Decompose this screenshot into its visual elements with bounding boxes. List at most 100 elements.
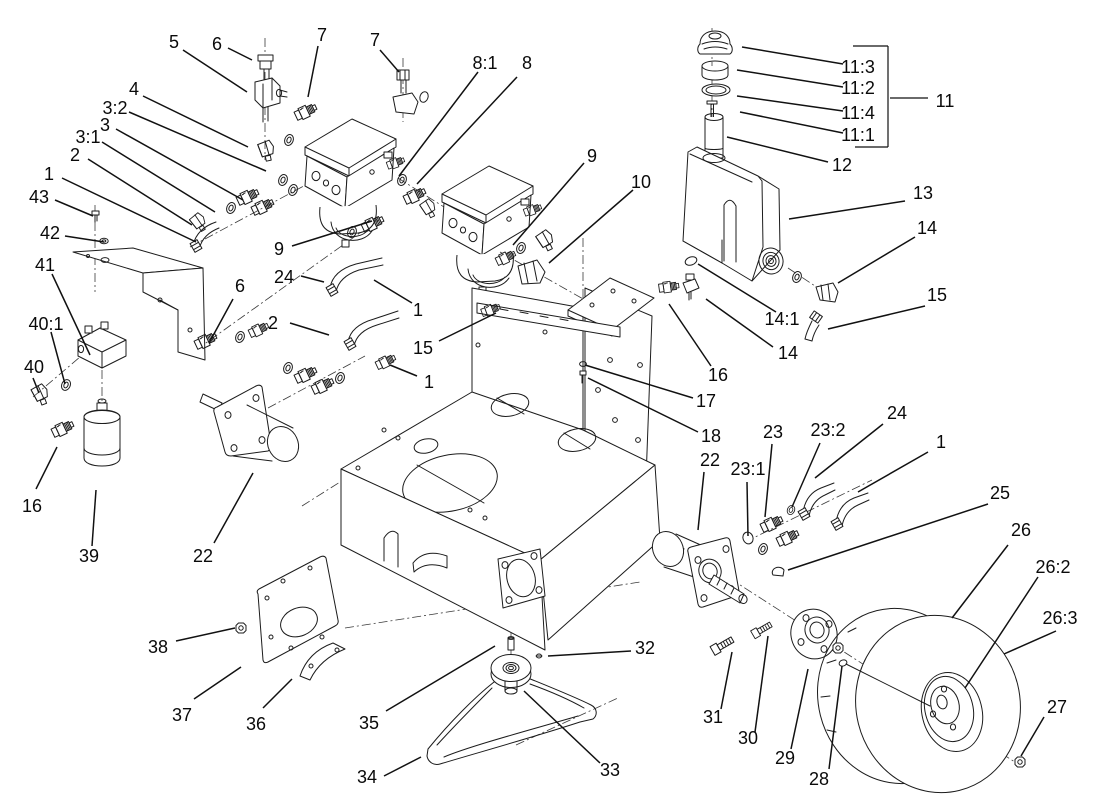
- callout-8: 8: [416, 53, 532, 185]
- filter-canister-39: [83, 398, 121, 467]
- callout-25: 25: [787, 483, 1010, 571]
- leader-line: [51, 273, 91, 356]
- reservoir-foam-11-2: [701, 60, 729, 81]
- leader-line: [788, 200, 906, 220]
- leader-line: [951, 544, 1009, 619]
- callout-14: 14: [837, 218, 937, 284]
- callout-label: 7: [370, 30, 380, 50]
- callout-label: 36: [246, 714, 266, 734]
- callout-label: 1: [936, 432, 946, 452]
- leader-line: [289, 322, 330, 336]
- callout-23: 23: [763, 422, 783, 518]
- callout-1: 1: [389, 364, 434, 392]
- fitting-16-right: [657, 279, 680, 295]
- leader-line: [101, 141, 216, 213]
- wheel-motor-left-22: [199, 384, 300, 463]
- bracket-screw-43: [91, 210, 100, 223]
- leader-line: [746, 481, 749, 537]
- callout-label: 23:2: [810, 420, 845, 440]
- callout-2: 2: [268, 313, 330, 336]
- hose-1-right: [830, 517, 844, 531]
- elbow-fitting-4: [256, 139, 277, 163]
- callout-label: 4: [129, 79, 139, 99]
- fitting-23: [758, 512, 785, 535]
- leader-line: [91, 489, 97, 547]
- leader-line: [193, 666, 242, 700]
- oring-40-1: [59, 377, 73, 393]
- reservoir-cap-11-3: [697, 30, 733, 55]
- callout-3: 3: [100, 115, 244, 201]
- callout-label: 7: [317, 25, 327, 45]
- callout-label: 18: [701, 426, 721, 446]
- main-frame: [340, 277, 661, 651]
- callout-6: 6: [212, 34, 253, 61]
- callout-13: 13: [788, 183, 933, 220]
- callout-2: 2: [70, 145, 193, 226]
- callout-11:3: 11:3: [741, 46, 875, 77]
- callout-label: 14:1: [764, 309, 799, 329]
- callout-36: 36: [246, 678, 293, 734]
- leader-line: [128, 111, 267, 172]
- callout-10: 10: [548, 172, 651, 264]
- callout-1: 1: [373, 279, 423, 320]
- callout-label: 26:3: [1042, 608, 1077, 628]
- callout-24: 24: [814, 403, 907, 479]
- callout-33: 33: [523, 690, 620, 780]
- leader-line: [227, 47, 253, 61]
- callout-40:1: 40:1: [28, 314, 66, 385]
- hydraulic-pump-left: [304, 118, 407, 248]
- leader-line: [50, 331, 66, 385]
- callout-34: 34: [357, 756, 422, 787]
- callout-label: 24: [274, 267, 294, 287]
- leader-line: [697, 471, 705, 531]
- callout-14: 14: [705, 298, 798, 363]
- callout-12: 12: [726, 136, 852, 175]
- callout-label: 43: [29, 187, 49, 207]
- callout-label: 14: [917, 218, 937, 238]
- wheel-26: [817, 607, 1021, 794]
- leader-line: [1020, 716, 1045, 757]
- callout-16: 16: [22, 446, 58, 516]
- callout-label: 11:4: [841, 103, 875, 123]
- leader-line: [705, 298, 774, 348]
- reservoir-fittings: [657, 256, 839, 342]
- callout-label: 6: [235, 276, 245, 296]
- callout-42: 42: [40, 223, 105, 243]
- callout-label: 11:3: [841, 57, 875, 77]
- callout-18: 18: [587, 377, 721, 446]
- callout-label: 3: [100, 115, 110, 135]
- leader-line: [790, 668, 809, 750]
- leader-line: [307, 45, 319, 98]
- callout-label: 3:1: [75, 127, 100, 147]
- leader-line: [587, 377, 699, 433]
- callout-40: 40: [24, 357, 44, 394]
- leader-line: [741, 46, 844, 65]
- leader-line: [764, 443, 773, 518]
- elbow-fitting-7b: [392, 69, 429, 115]
- callout-11:1: 11:1: [739, 111, 875, 145]
- reservoir-ring-11-4: [701, 83, 731, 97]
- callout-4: 4: [129, 79, 249, 148]
- fitting-row-right: [742, 482, 870, 577]
- callout-label: 1: [413, 300, 423, 320]
- oring-14: [790, 269, 804, 285]
- hose-15: [804, 310, 823, 342]
- leader-line: [736, 95, 844, 112]
- leader-line: [720, 651, 733, 710]
- mount-plate-37: [256, 555, 339, 664]
- leader-line: [208, 298, 234, 344]
- callout-label: 11: [936, 91, 955, 111]
- hose-24-right: [797, 507, 811, 521]
- leader-line: [438, 312, 497, 342]
- leader-line: [182, 49, 248, 93]
- callout-label: 17: [696, 391, 716, 411]
- oring: [282, 132, 296, 148]
- washer-28: [838, 659, 848, 667]
- pin-35: [507, 636, 515, 651]
- callout-22: 22: [193, 472, 254, 566]
- callout-label: 13: [913, 183, 933, 203]
- callout-label: 37: [172, 705, 192, 725]
- leader-line: [739, 111, 844, 134]
- key-25: [771, 566, 785, 577]
